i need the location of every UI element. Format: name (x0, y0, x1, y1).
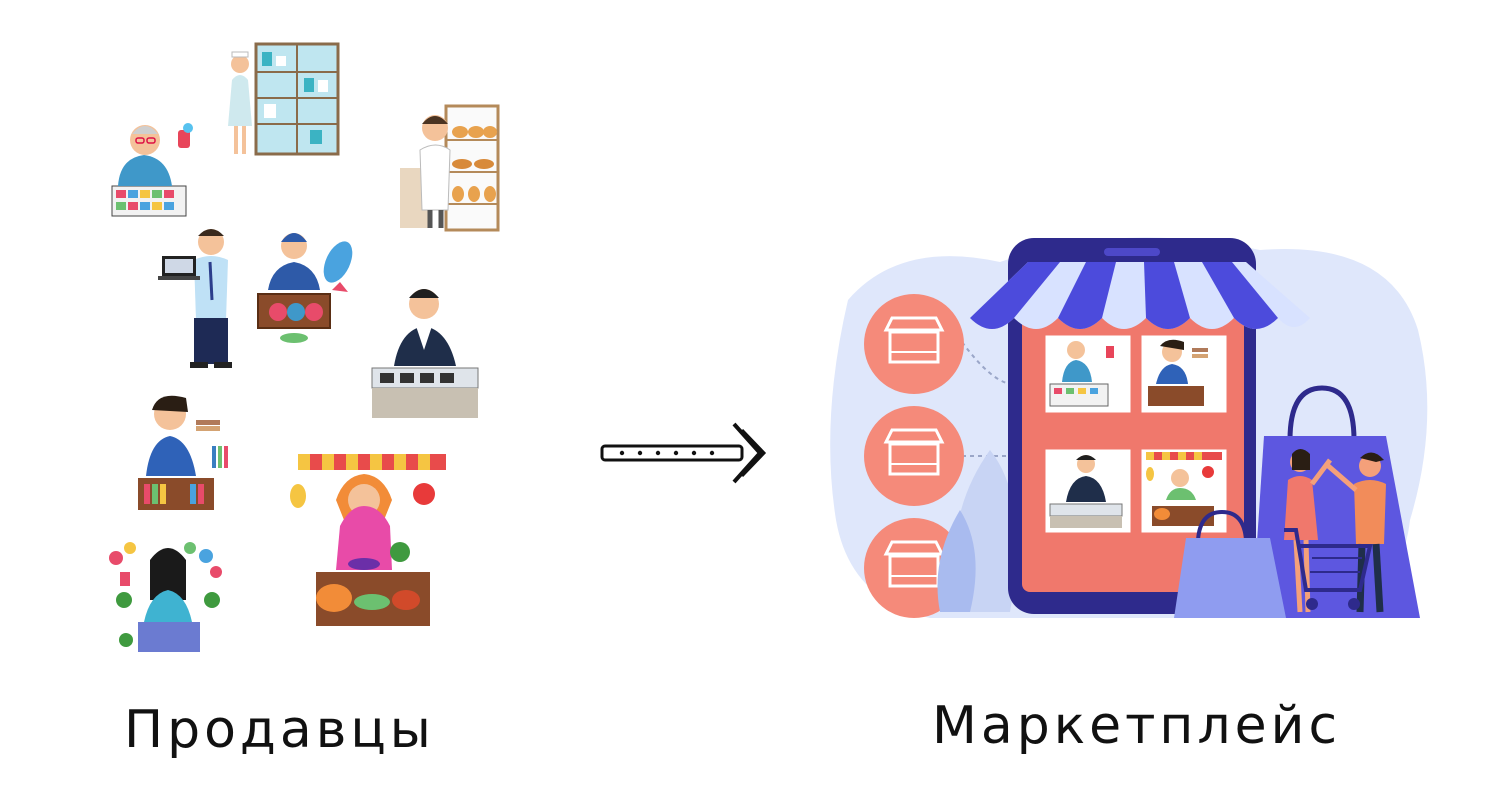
store-window-1 (1042, 332, 1134, 416)
marketplace-illustration (830, 237, 1428, 618)
baker-icon (400, 104, 500, 232)
pharmacist-icon (111, 123, 193, 217)
shopping-bag-small-icon (1174, 509, 1286, 618)
nurse-icon (228, 42, 340, 156)
plant-leaf (937, 510, 976, 612)
shopping-cart-icon (1284, 528, 1373, 610)
florist-icon (109, 542, 222, 652)
fishmonger-icon (257, 233, 353, 343)
jeweler-icon (371, 289, 479, 418)
fruit-vendor-icon (290, 454, 446, 626)
shopper-man (1324, 452, 1386, 613)
bookseller-icon (138, 395, 228, 510)
awning (970, 262, 1310, 329)
category-circle-1 (864, 294, 964, 394)
store-window-3 (1042, 446, 1134, 536)
phone-storefront (970, 238, 1310, 614)
marketplace-label: Маркетплейс (932, 696, 1342, 756)
sellers-label: Продавцы (124, 700, 435, 760)
double-arrow-right-icon (600, 422, 767, 484)
category-circle-2 (864, 406, 964, 506)
store-window-4 (1138, 446, 1230, 536)
laptop-seller-icon (158, 229, 232, 368)
store-window-2 (1138, 332, 1230, 416)
